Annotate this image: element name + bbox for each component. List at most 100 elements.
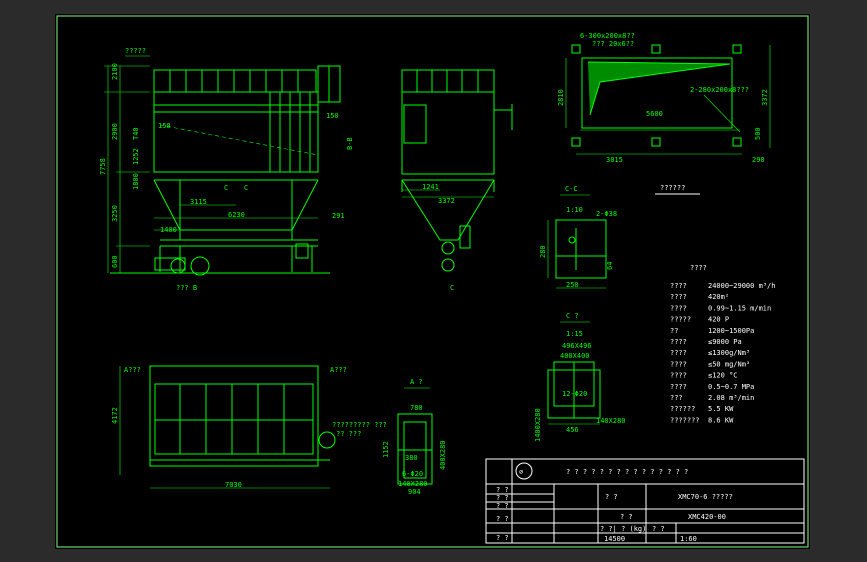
- tr-dim-5600: 5600: [646, 110, 663, 118]
- dim-1252: 1252: [132, 148, 140, 165]
- spec-value: 420m²: [708, 293, 729, 301]
- plan-dim-7030: 7030: [225, 481, 242, 489]
- section-note-title: ??????: [660, 184, 685, 192]
- tb-scale: 1:60: [680, 535, 697, 543]
- cc-title: C-C: [565, 185, 578, 193]
- side-dim-3372: 3372: [438, 197, 455, 205]
- dim-6230: 6230: [228, 211, 245, 219]
- tb-row-2: ? ?: [496, 494, 509, 502]
- cc-note: 2-Φ38: [596, 210, 617, 218]
- view-a: A ? 780 1152 380 6-Φ20 400X280 904 140X2…: [382, 378, 447, 496]
- tb-row-1: ? ?: [496, 486, 509, 494]
- spec-label: ????: [670, 282, 687, 290]
- spec-label: ???????: [670, 416, 700, 424]
- label-b-b: B-B: [346, 137, 354, 150]
- a-dim-400x280: 400X280: [439, 440, 447, 470]
- plan-note-2: ?? ???: [336, 430, 361, 438]
- spec-value: 420 P: [708, 316, 729, 324]
- spec-value: ≤9000 Pa: [708, 338, 742, 346]
- spec-title: ????: [690, 264, 707, 272]
- a-dim-140x280: 140X280: [398, 480, 428, 488]
- tb-code: XMC420-00: [688, 513, 726, 521]
- dim-3250: 3250: [111, 205, 119, 222]
- spec-label: ???: [670, 394, 683, 402]
- spec-label: ????: [670, 383, 687, 391]
- tr-dim-3372: 3372: [761, 89, 769, 106]
- logo-mark: ⊘: [519, 468, 523, 476]
- spec-value: 2.08 m³/min: [708, 394, 754, 402]
- spec-value: 24000~29000 m³/h: [708, 282, 775, 290]
- c-dim-456: 456: [566, 426, 579, 434]
- c-scale: 1:15: [566, 330, 583, 338]
- spec-label: ????: [670, 372, 687, 380]
- front-top-note: ?????: [125, 47, 146, 55]
- dim-600: 600: [111, 255, 119, 268]
- top-right-view: 6-300x200x8?? ??? 20x6?? 2-280x200x8??? …: [557, 32, 771, 164]
- spec-label: ????: [670, 338, 687, 346]
- tb-row-5: ? ?: [496, 534, 509, 542]
- front-view: ?????: [99, 47, 354, 292]
- tb-scale-label: ? ?: [652, 525, 665, 533]
- spec-label: ????: [670, 349, 687, 357]
- c-dim-12x20: 12-Φ20: [562, 390, 587, 398]
- c-dim-496: 496X496: [562, 342, 592, 350]
- title-block: ⊘ ? ? ? ? ? ? ? ? ? ? ? ? ? ? ? ? ? XMC7…: [485, 458, 805, 544]
- dim-2900: 2900: [111, 123, 119, 140]
- spec-value: 0.5~0.7 MPa: [708, 383, 754, 391]
- tb-sheet-label: ? ?: [620, 513, 633, 521]
- spec-value: 0.99~1.15 m/min: [708, 304, 771, 312]
- plan-dim-4172: 4172: [111, 407, 119, 424]
- spec-value: ≤50 mg/Nm³: [708, 360, 750, 368]
- tr-note-2: ??? 20x6??: [592, 40, 634, 48]
- tr-note-inner: 2-280x200x8???: [690, 86, 749, 94]
- label-c1: C: [224, 184, 228, 192]
- a-dim-780: 780: [410, 404, 423, 412]
- inner-frame: [56, 15, 809, 548]
- tr-dim-3015: 3015: [606, 156, 623, 164]
- dim-1400: 1400: [160, 226, 177, 234]
- spec-label: ????: [670, 293, 687, 301]
- dim-7758: 7758: [99, 158, 107, 175]
- c-dim-1400x280: 1400X280: [534, 408, 542, 442]
- tr-dim-500: 500: [754, 127, 762, 140]
- spec-label: ?????: [670, 316, 691, 324]
- dim-3115: 3115: [190, 198, 207, 206]
- tb-cell-qq: ? ?: [605, 493, 618, 501]
- side-view: 1241 3372 C: [401, 69, 513, 292]
- tb-title-big: ? ? ? ? ? ? ? ? ? ? ? ? ? ? ?: [566, 468, 688, 476]
- side-label-c: C: [450, 284, 454, 292]
- dim-150b: 150: [326, 112, 339, 120]
- a-dim-6x20: 6-Φ20: [402, 470, 423, 478]
- tb-row-4: ? ?: [496, 515, 509, 523]
- c-dim-140x280: 140X280: [596, 417, 626, 425]
- dim-291: 291: [332, 212, 345, 220]
- a-dim-904: 904: [408, 488, 421, 496]
- spec-table: ???? ???? 24000~29000 m³/h???? 420m²???? 0.…: [670, 264, 775, 424]
- dim-t40: T40: [132, 127, 140, 140]
- section-c: C ? 1:15 496X496 400X400 12-Φ20 456 1400…: [534, 312, 626, 442]
- spec-value: ≤1300g/Nm³: [708, 349, 750, 357]
- dim-1800: 1800: [132, 173, 140, 190]
- c-dim-400: 400X400: [560, 352, 590, 360]
- plan-a1: A???: [124, 366, 141, 374]
- spec-label: ????: [670, 304, 687, 312]
- spec-value: 8.6 KW: [708, 416, 734, 424]
- plan-note-1: ????????? ???: [332, 421, 387, 429]
- spec-value: 1200~1500Pa: [708, 327, 754, 335]
- a-title: A ?: [410, 378, 423, 386]
- plan-a2: A???: [330, 366, 347, 374]
- spec-label: ????: [670, 360, 687, 368]
- c-title: C ?: [566, 312, 579, 320]
- spec-label: ??????: [670, 405, 695, 413]
- cc-scale: 1:10: [566, 206, 583, 214]
- a-dim-1152: 1152: [382, 441, 390, 458]
- spec-value: 5.5 KW: [708, 405, 734, 413]
- section-cc: C-C 1:10 2-Φ38 280 250 64: [539, 185, 617, 289]
- front-bottom-label: ??? B: [176, 284, 197, 292]
- tr-dim-2810: 2810: [557, 89, 565, 106]
- tr-note-1: 6-300x200x8??: [580, 32, 635, 40]
- plan-view: A??? A??? ????????? ??? ?? ??? 4172 7030: [111, 365, 387, 489]
- tb-model: XMC70-6 ?????: [678, 493, 733, 501]
- label-c2: C: [244, 184, 248, 192]
